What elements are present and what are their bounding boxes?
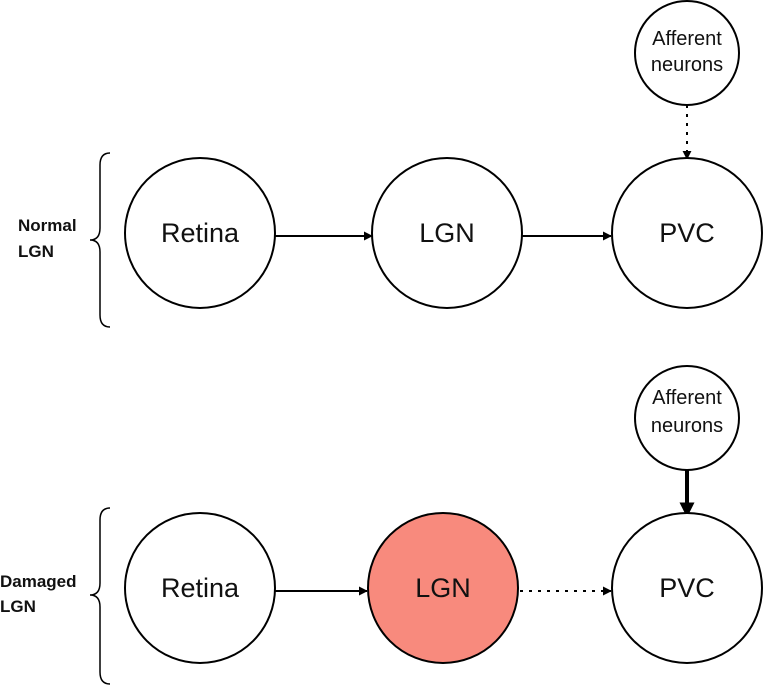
retina-label-damaged: Retina [161,573,240,603]
retina-label-normal: Retina [161,218,240,248]
retina-node-normal [124,157,276,309]
normal-lgn-label-line1: Normal [18,216,77,235]
pvc-node-normal [611,157,763,309]
lgn-node-damaged [367,512,519,664]
damaged-lgn-group: Damaged LGN Retina LGN PVC Afferent neur… [0,365,763,685]
afferent-label-normal-line1: Afferent [652,28,722,50]
lgn-label-normal: LGN [419,218,475,248]
pvc-node-damaged [611,512,763,664]
damaged-lgn-brace [89,507,111,685]
pvc-label-damaged: PVC [659,573,715,603]
lgn-label-damaged: LGN [415,573,471,603]
afferent-node-damaged [634,365,740,471]
normal-lgn-label-line2: LGN [18,242,54,261]
retina-node-damaged [124,512,276,664]
normal-lgn-group: Normal LGN Retina LGN PVC Afferent neuro… [18,0,763,328]
afferent-label-damaged-line2: neurons [651,415,723,437]
afferent-label-normal-line2: neurons [651,54,723,76]
normal-lgn-brace [89,152,111,328]
damaged-lgn-label-line2: LGN [0,597,36,616]
lgn-node-normal [371,157,523,309]
pvc-label-normal: PVC [659,218,715,248]
afferent-node-normal [634,0,740,106]
damaged-lgn-label-line1: Damaged [0,572,77,591]
afferent-label-damaged-line1: Afferent [652,387,722,409]
